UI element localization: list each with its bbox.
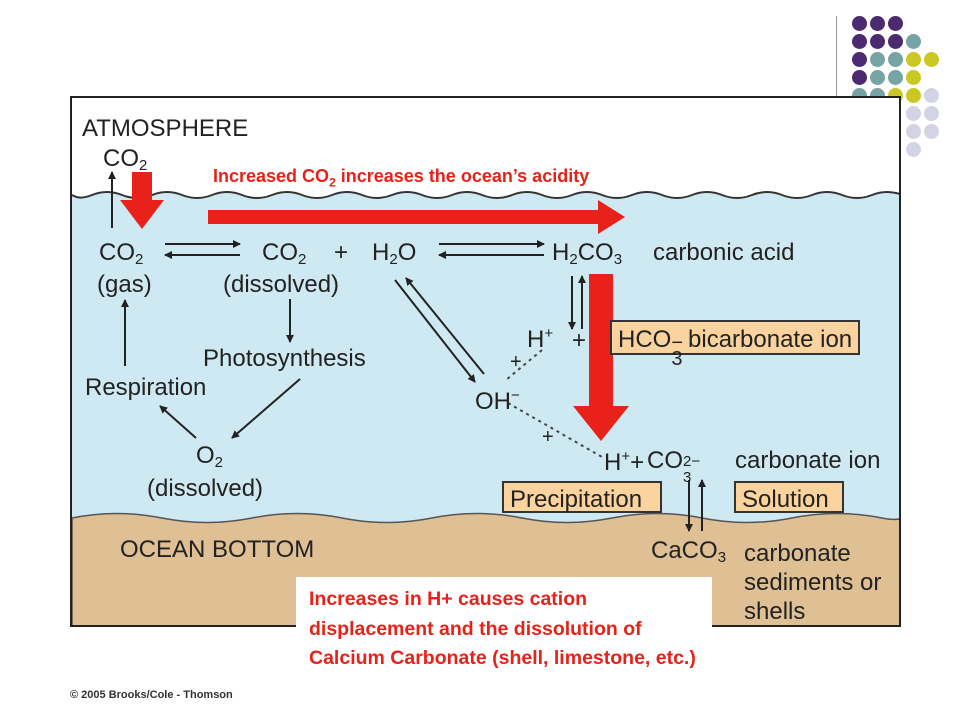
h2co3-label: H2CO3 bbox=[552, 239, 623, 268]
precipitation-box: Precipitation bbox=[502, 481, 662, 513]
dot-purple bbox=[852, 70, 867, 85]
dot-teal bbox=[870, 70, 885, 85]
dot-lavender bbox=[906, 124, 921, 139]
dot-purple bbox=[852, 52, 867, 67]
dot-purple bbox=[870, 34, 885, 49]
dot-yellow bbox=[906, 52, 921, 67]
co2-atmosphere-label: CO2 bbox=[103, 145, 148, 174]
acidity-annotation: Increased CO2 increases the ocean’s acid… bbox=[213, 166, 590, 190]
red-arrow-co2-down bbox=[120, 172, 164, 229]
dissolved-label-2: (dissolved) bbox=[147, 475, 264, 502]
dot-teal bbox=[906, 34, 921, 49]
h-plus-label-2: H++ bbox=[604, 448, 645, 476]
arrow-oh-to-h2o bbox=[405, 277, 485, 375]
red-arrow-down bbox=[573, 274, 629, 441]
dissolved-label-1: (dissolved) bbox=[223, 271, 340, 298]
plus-sign-2: + bbox=[572, 327, 587, 354]
dot-purple bbox=[870, 16, 885, 31]
photosynthesis-label: Photosynthesis bbox=[203, 345, 366, 372]
atmosphere-label: ATMOSPHERE bbox=[82, 115, 249, 142]
ocean-diagram: ATMOSPHERE CO2 CO2 (gas) CO2 (dissolved)… bbox=[70, 96, 901, 627]
dot-purple bbox=[888, 16, 903, 31]
dot-purple bbox=[852, 16, 867, 31]
dot-teal bbox=[888, 52, 903, 67]
cation-note: Increases in H+ causes cation displaceme… bbox=[309, 588, 696, 669]
dot-purple bbox=[888, 34, 903, 49]
dot-yellow bbox=[906, 70, 921, 85]
arrow-o2-to-respiration bbox=[159, 405, 197, 439]
dashed-bond-h-oh bbox=[505, 349, 543, 381]
dot-lavender bbox=[924, 88, 939, 103]
arrow-h2o-to-oh bbox=[394, 279, 476, 383]
caco3-label: CaCO3 bbox=[651, 537, 727, 566]
gas-label: (gas) bbox=[97, 271, 152, 298]
carbonate-sediments-label: carbonate sediments or shells bbox=[744, 540, 882, 625]
carbonate-ion-label: carbonate ion bbox=[735, 447, 881, 474]
hydroxide-label: OH− bbox=[475, 387, 520, 415]
plus-sign: + bbox=[334, 239, 349, 266]
h2o-label: H2O bbox=[372, 239, 417, 268]
carbonic-acid-label: carbonic acid bbox=[653, 239, 795, 266]
dot-purple bbox=[852, 34, 867, 49]
dot-lavender bbox=[906, 142, 921, 157]
copyright: © 2005 Brooks/Cole - Thomson bbox=[70, 689, 233, 701]
atmosphere-region bbox=[72, 98, 899, 198]
bicarbonate-ion-box: HCO−3 bicarbonate ion bbox=[610, 320, 861, 370]
red-arrow-right bbox=[208, 200, 625, 234]
solution-box: Solution bbox=[734, 481, 844, 513]
decorative-line bbox=[836, 16, 837, 100]
dot-teal bbox=[870, 52, 885, 67]
h-plus-label-1: H+ bbox=[527, 325, 554, 353]
water-surface bbox=[72, 191, 899, 199]
co2-dissolved-label: CO2 bbox=[262, 239, 307, 268]
dot-lavender bbox=[924, 124, 939, 139]
plus-bond-1: + bbox=[510, 351, 522, 373]
note-background bbox=[296, 577, 712, 697]
dot-lavender bbox=[924, 106, 939, 121]
dot-yellow bbox=[924, 52, 939, 67]
plus-bond-2: + bbox=[542, 426, 554, 448]
o2-label: O2 bbox=[196, 442, 224, 471]
dot-yellow bbox=[906, 88, 921, 103]
arrow-photosynthesis-to-o2 bbox=[231, 378, 301, 439]
dot-teal bbox=[888, 70, 903, 85]
dot-lavender bbox=[906, 106, 921, 121]
respiration-label: Respiration bbox=[85, 374, 207, 401]
co2-gas-label: CO2 bbox=[99, 239, 144, 268]
ocean-bottom-label: OCEAN BOTTOM bbox=[120, 536, 315, 563]
